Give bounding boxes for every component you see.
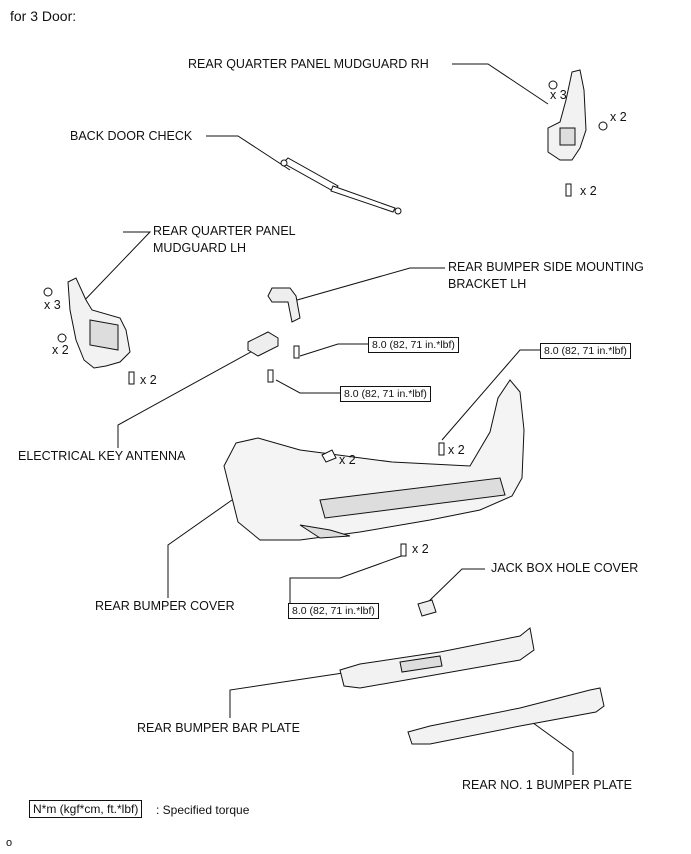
leader-side-bracket [289, 267, 445, 303]
bar-plate-shape [339, 627, 535, 689]
torque-bracket-lower: 8.0 (82, 71 in.*lbf) [340, 386, 431, 402]
qty-rh-top: x 3 [550, 88, 567, 102]
qty-cover-clip: x 2 [339, 453, 356, 467]
leader-mudguard-rh [452, 63, 549, 105]
label-no1-plate: REAR NO. 1 BUMPER PLATE [462, 778, 632, 792]
label-side-bracket-line1: REAR BUMPER SIDE MOUNTING [448, 260, 644, 274]
label-mudguard-rh: REAR QUARTER PANEL MUDGUARD RH [188, 57, 429, 71]
legend-torque-text: : Specified torque [156, 803, 250, 817]
leader-torque-cover-right [441, 349, 540, 441]
qty-lh-top: x 3 [44, 298, 61, 312]
qty-lh-mid: x 2 [52, 343, 69, 357]
legend-torque-box: N*m (kgf*cm, ft.*lbf) [29, 800, 143, 818]
no1-plate-shape [407, 687, 605, 745]
leader-jack-box [425, 568, 485, 605]
key-antenna-shape [247, 331, 279, 357]
bumper-cover-fasteners [321, 442, 445, 557]
leader-torque-cover-bottom [289, 554, 405, 608]
leader-mudguard-lh [79, 231, 152, 306]
qty-cover-bolt-right: x 2 [448, 443, 465, 457]
side-bracket-shape [267, 287, 301, 383]
label-side-bracket-line2: BRACKET LH [448, 277, 527, 291]
leader-bar-plate [229, 672, 344, 718]
mudguard-rh-fasteners [548, 80, 608, 197]
back-door-check-strut [280, 157, 402, 215]
leader-no1-plate [517, 711, 574, 775]
mudguard-lh-shape [67, 277, 131, 369]
label-key-antenna: ELECTRICAL KEY ANTENNA [18, 449, 186, 463]
leader-key-antenna [117, 347, 259, 448]
qty-rh-bottom: x 2 [580, 184, 597, 198]
footer-mark: o [6, 837, 13, 849]
leader-back-door-check [206, 135, 291, 171]
label-bar-plate: REAR BUMPER BAR PLATE [137, 721, 301, 735]
jack-box-shape [417, 599, 437, 617]
label-jack-box: JACK BOX HOLE COVER [491, 561, 639, 575]
mudguard-lh-fasteners [43, 287, 135, 385]
label-back-door-check: BACK DOOR CHECK [70, 129, 193, 143]
leader-torque-bracket-lower [275, 379, 340, 394]
torque-cover-bottom: 8.0 (82, 71 in.*lbf) [288, 603, 379, 619]
label-bumper-cover: REAR BUMPER COVER [95, 599, 235, 613]
page-heading: for 3 Door: [10, 8, 77, 24]
torque-cover-right: 8.0 (82, 71 in.*lbf) [540, 343, 631, 359]
leader-torque-bracket-upper [299, 343, 368, 357]
leader-bumper-cover [167, 499, 233, 598]
qty-rh-side: x 2 [610, 110, 627, 124]
mudguard-rh-shape [547, 69, 587, 161]
torque-bracket-upper: 8.0 (82, 71 in.*lbf) [368, 337, 459, 353]
qty-lh-bottom: x 2 [140, 373, 157, 387]
label-mudguard-lh-line1: REAR QUARTER PANEL [153, 224, 296, 238]
qty-cover-bolt-bottom: x 2 [412, 542, 429, 556]
bumper-cover-shape [223, 379, 525, 541]
label-mudguard-lh-line2: MUDGUARD LH [153, 241, 247, 255]
